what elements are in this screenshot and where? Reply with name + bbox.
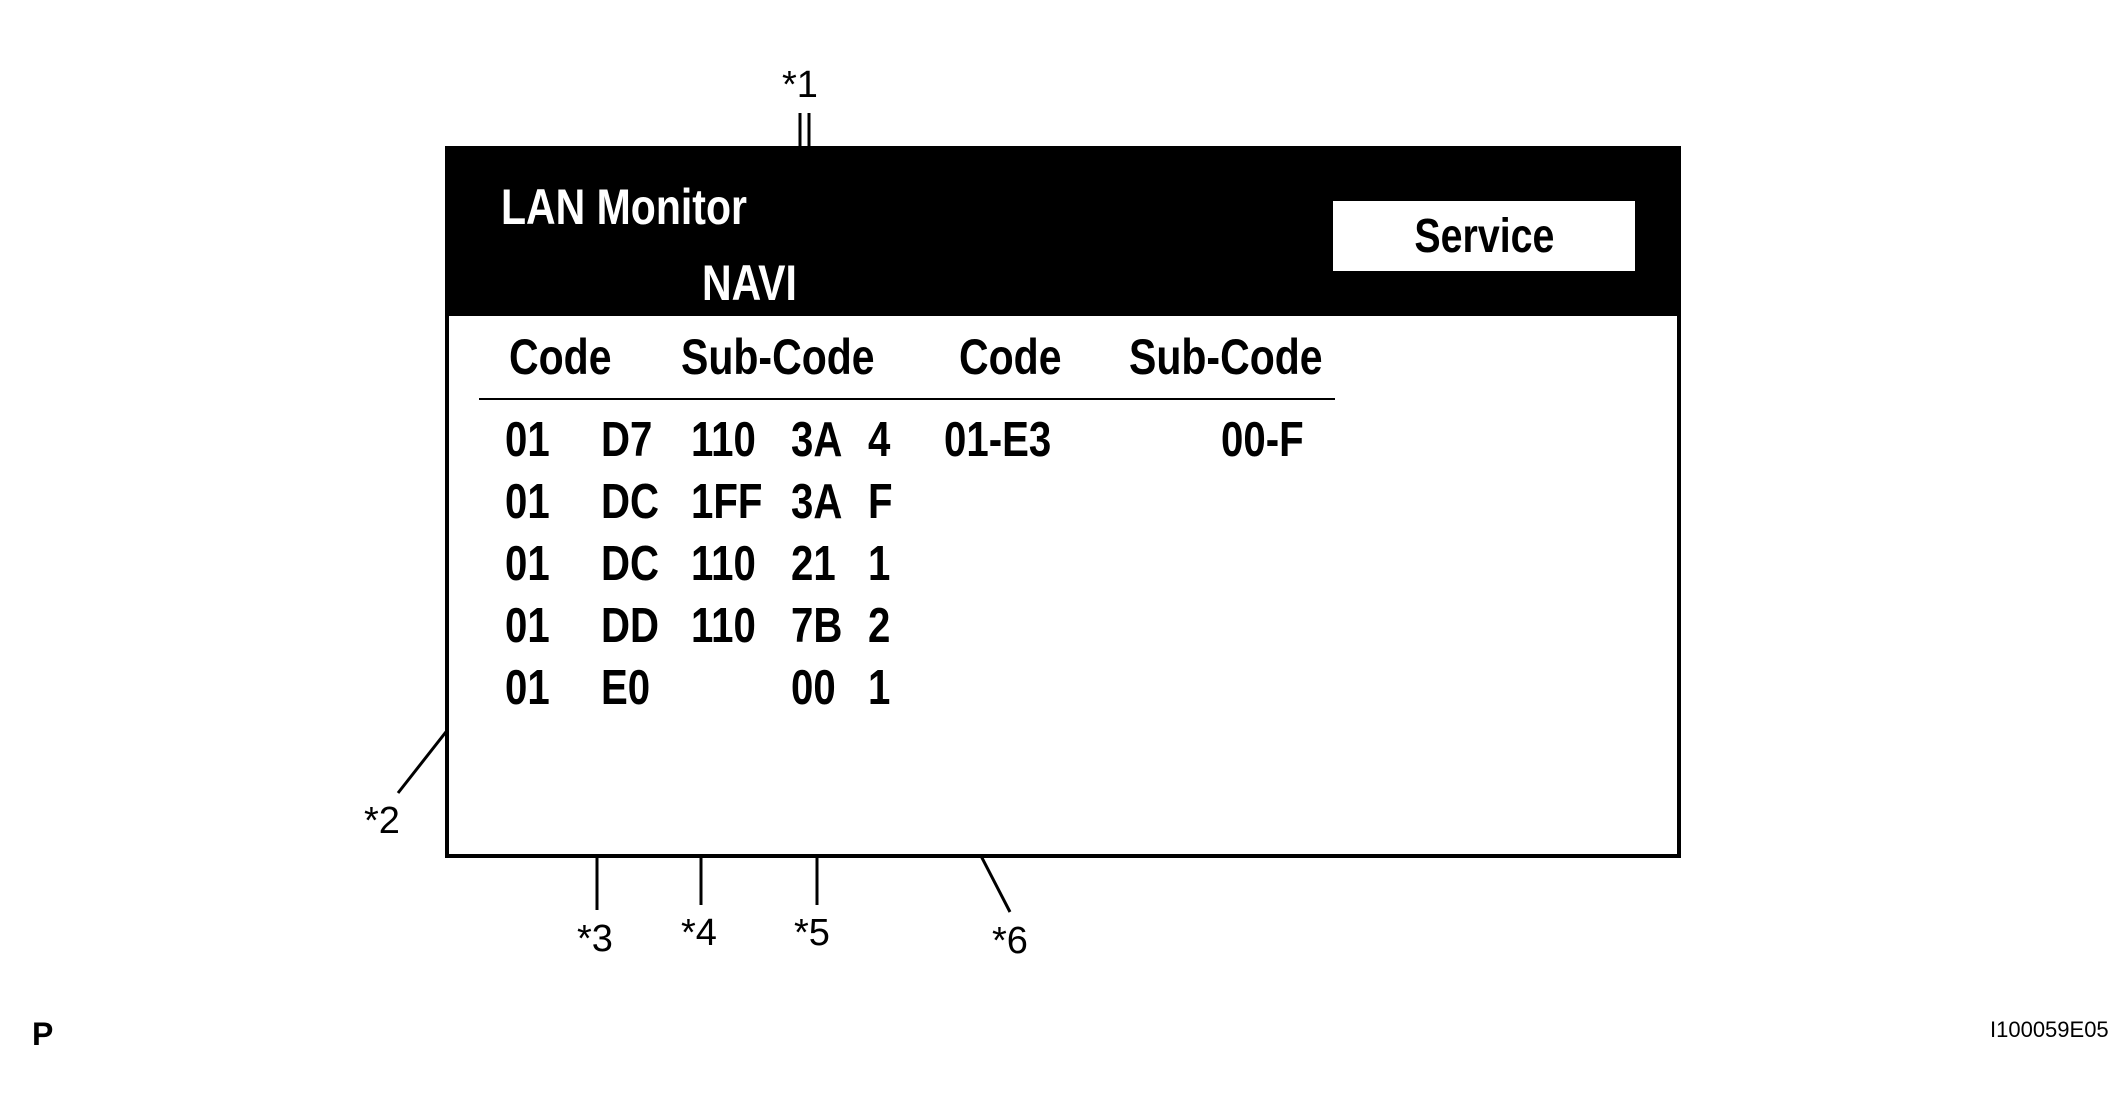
- header-subcode-current: Sub-Code: [1129, 329, 1323, 385]
- code-a-cell: 01: [505, 475, 550, 529]
- sub-c-cell: F: [868, 475, 893, 529]
- service-button[interactable]: Service: [1333, 201, 1635, 271]
- service-button-label: Service: [1413, 209, 1555, 263]
- sub-b-cell: 3A: [791, 413, 843, 467]
- code-a-cell: 01: [505, 661, 550, 715]
- code-b-cell: DD: [601, 599, 660, 653]
- callout-3-label: *3: [577, 918, 613, 960]
- sub-a-cell: 1FF: [691, 475, 763, 529]
- sub-c-cell: 2: [868, 599, 891, 653]
- header-code-current: Code: [959, 329, 1062, 385]
- lan-monitor-screen: LAN Monitor NAVI Service Code Sub-Code C…: [445, 146, 1681, 858]
- sub-b-cell: 00: [791, 661, 836, 715]
- code-b-cell: D7: [601, 413, 653, 467]
- current-sub-code: 00-F: [1221, 413, 1304, 467]
- figure-id: I100059E05: [1990, 1017, 2109, 1042]
- code-a-cell: 01: [505, 413, 550, 467]
- sub-c-cell: 4: [868, 413, 891, 467]
- code-b-cell: DC: [601, 537, 660, 591]
- code-a-cell: 01: [505, 599, 550, 653]
- header-subcode-history: Sub-Code: [681, 329, 875, 385]
- sub-b-cell: 3A: [791, 475, 843, 529]
- code-a-cell: 01: [505, 537, 550, 591]
- callout-5-label: *5: [794, 912, 830, 954]
- code-b-cell: E0: [601, 661, 651, 715]
- screen-title: LAN Monitor: [501, 179, 747, 235]
- sub-a-cell: 110: [691, 413, 756, 467]
- header-code-history: Code: [509, 329, 612, 385]
- screen-header: LAN Monitor NAVI Service: [449, 150, 1677, 316]
- sub-b-cell: 7B: [791, 599, 843, 653]
- code-b-cell: DC: [601, 475, 660, 529]
- sub-c-cell: 1: [868, 661, 891, 715]
- sub-c-cell: 1: [868, 537, 891, 591]
- sub-b-cell: 21: [791, 537, 836, 591]
- header-divider: [479, 398, 1335, 400]
- sub-a-cell: 110: [691, 599, 756, 653]
- current-code: 01-E3: [944, 413, 1052, 467]
- source-label: NAVI: [702, 255, 797, 311]
- callout-6-label: *6: [992, 920, 1028, 962]
- sub-a-cell: 110: [691, 537, 756, 591]
- callout-2-label: *2: [364, 800, 400, 842]
- callout-1-label: *1: [782, 64, 818, 106]
- corner-letter: P: [32, 1016, 54, 1052]
- callout-4-label: *4: [681, 912, 717, 954]
